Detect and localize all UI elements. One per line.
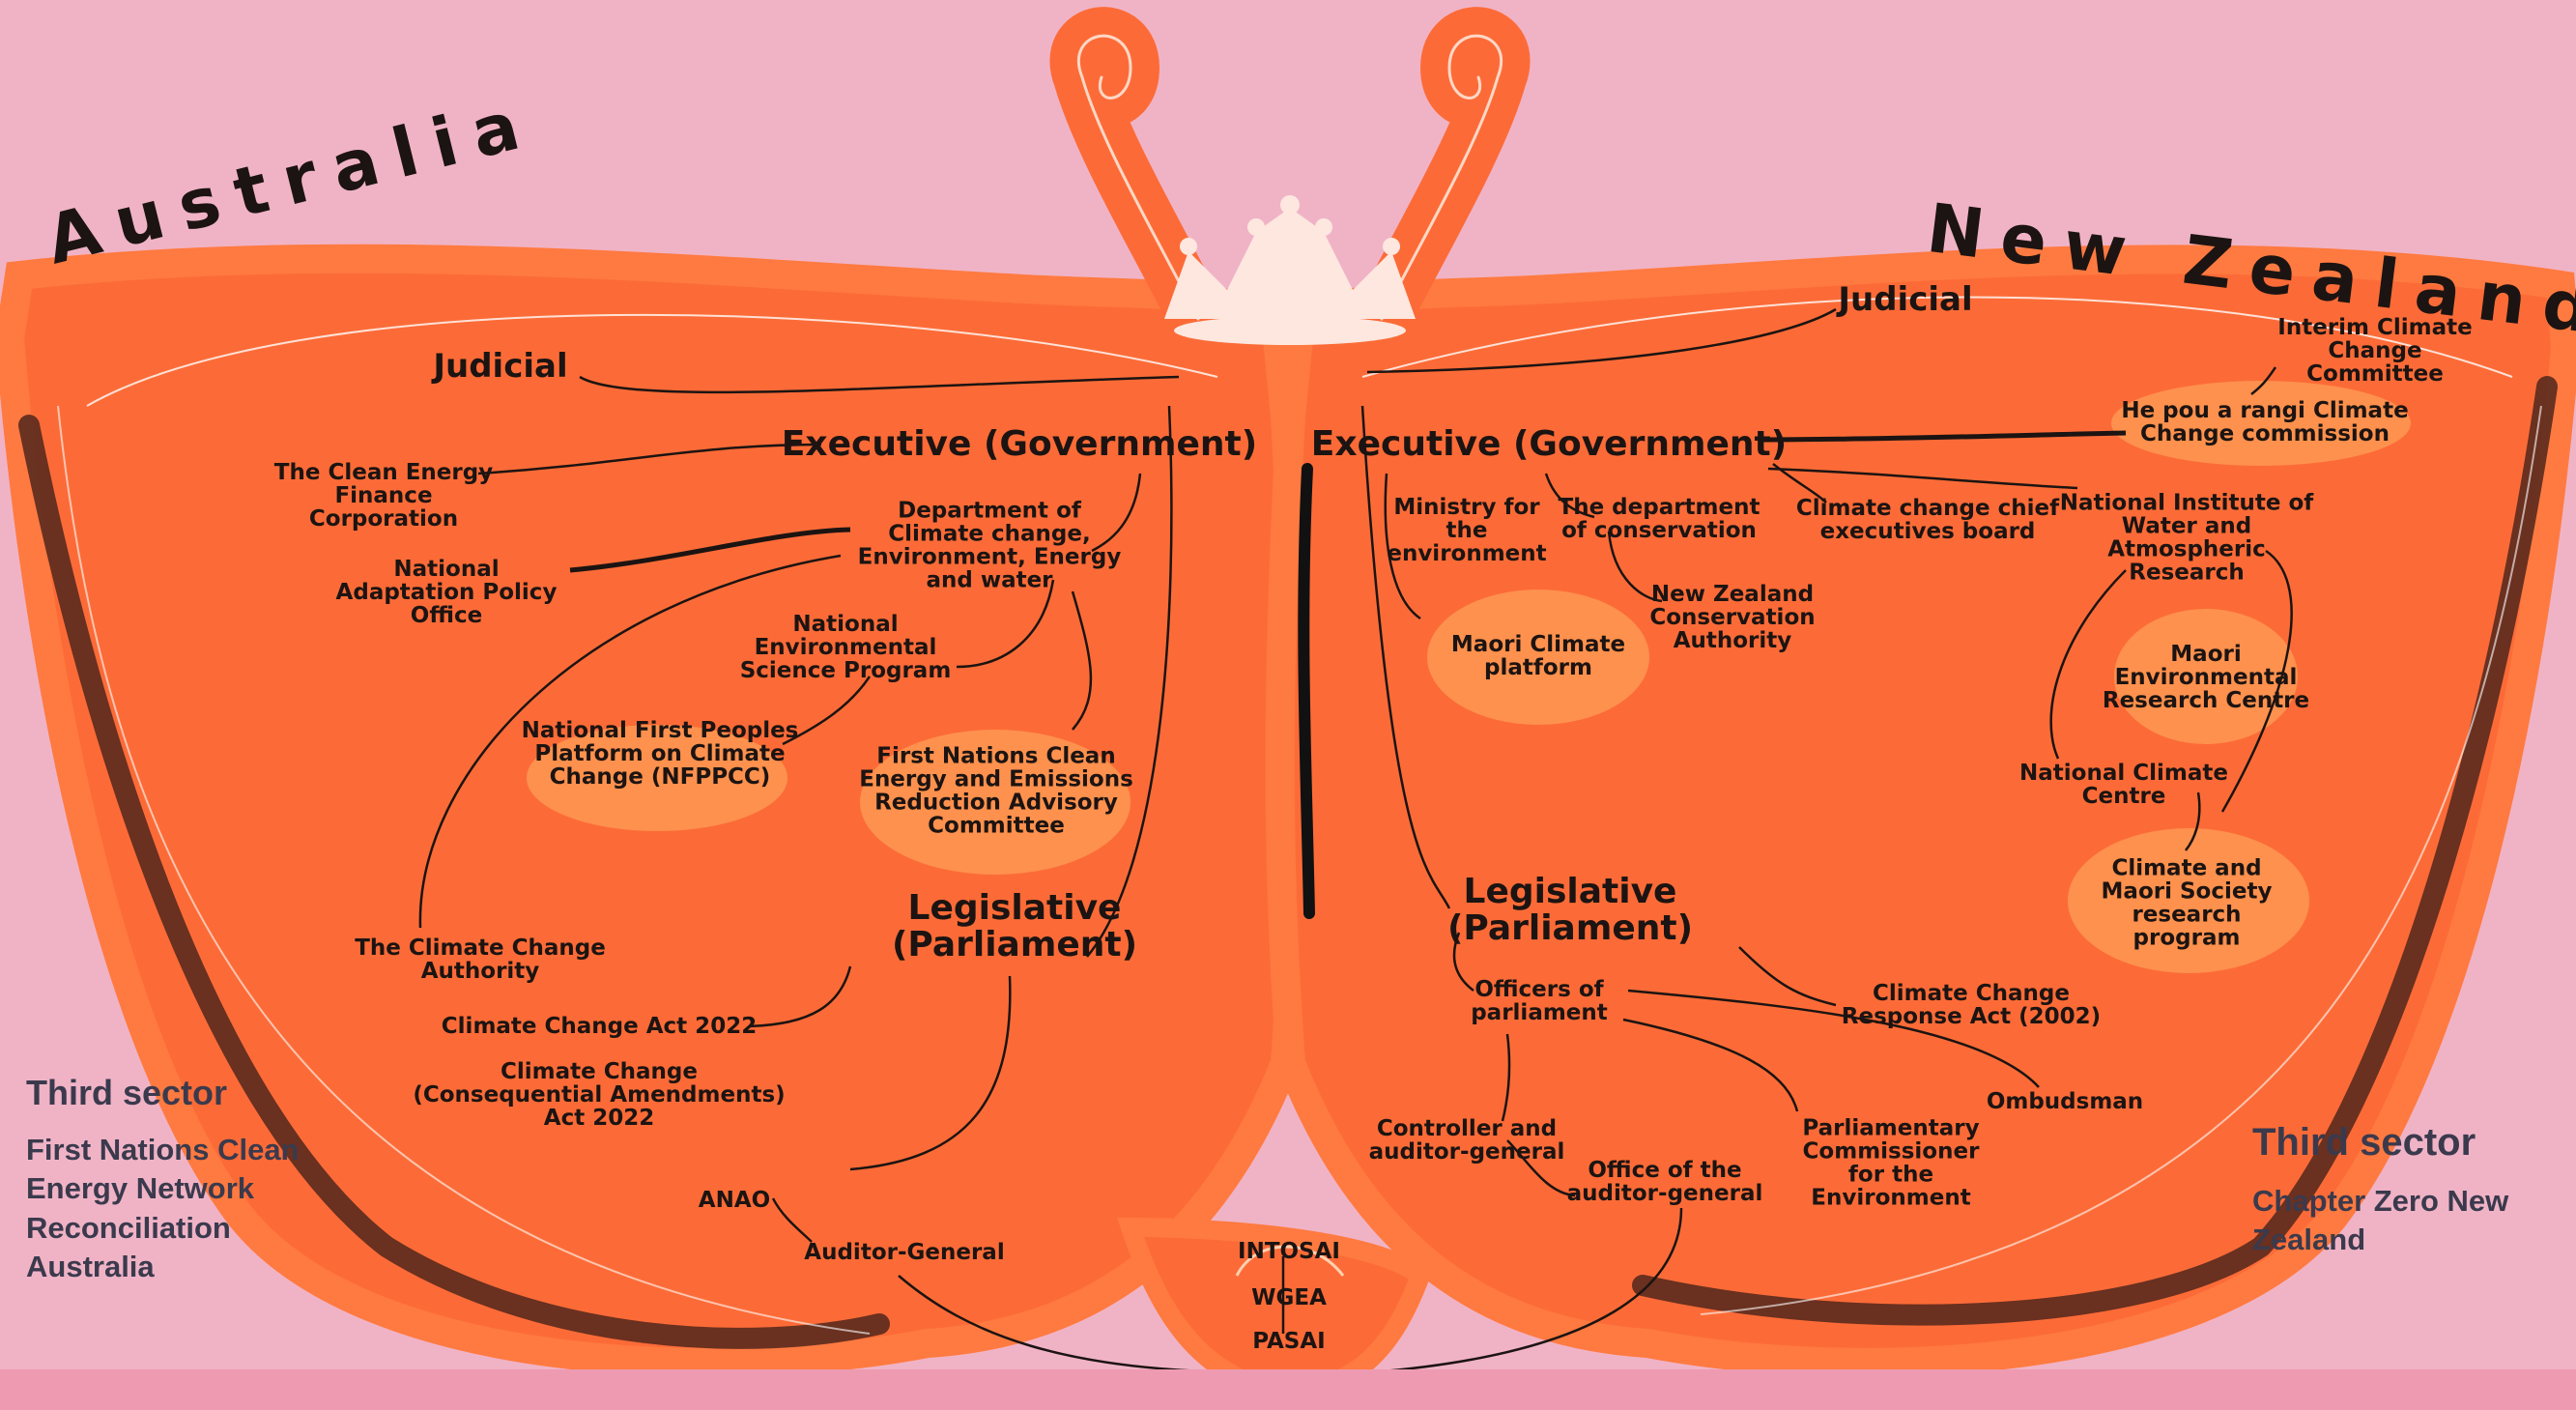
third-sector-right-item: Zealand — [2252, 1221, 2508, 1259]
au-legislative: Legislative (Parliament) — [892, 890, 1137, 964]
nz-commissioner: Parliamentary Commissioner for the Envir… — [1802, 1117, 1979, 1211]
nz-he-pou: He pou a rangi Climate Change commission — [2121, 399, 2408, 446]
nz-maori-platform: Maori Climate platform — [1451, 633, 1625, 679]
au-first-nations-advisory: First Nations Clean Energy and Emissions… — [859, 745, 1133, 839]
nz-executive: Executive (Government) — [1311, 426, 1787, 463]
au-adaptation-office: National Adaptation Policy Office — [336, 558, 558, 627]
au-nfppcc: National First Peoples Platform on Clima… — [522, 719, 799, 789]
third-sector-left-heading: Third sector — [26, 1073, 300, 1113]
nz-maori-society: Climate and Maori Society research progr… — [2102, 857, 2273, 951]
au-dept-climate: Department of Climate change, Environmen… — [858, 500, 1122, 593]
third-sector-right-heading: Third sector — [2252, 1121, 2508, 1165]
third-sector-left: Third sector First Nations Clean Energy … — [26, 1073, 300, 1286]
third-sector-right: Third sector Chapter Zero New Zealand — [2252, 1121, 2508, 1260]
third-sector-left-item: Australia — [26, 1248, 300, 1286]
au-clean-energy-finance: The Clean Energy Finance Corporation — [274, 461, 493, 531]
au-climate-authority: The Climate Change Authority — [355, 936, 606, 983]
nz-conservation-authority: New Zealand Conservation Authority — [1649, 583, 1815, 652]
nz-office-auditor: Office of the auditor-general — [1567, 1159, 1763, 1205]
bottom-band — [0, 1369, 2576, 1410]
nz-ministry-env: Ministry for the environment — [1387, 496, 1546, 565]
nz-controller: Controller and auditor-general — [1369, 1117, 1565, 1164]
nz-maori-env-centre: Maori Environmental Research Centre — [2103, 643, 2309, 712]
au-cc-amendments: Climate Change (Consequential Amendments… — [413, 1060, 785, 1130]
nz-dept-conservation: The department of conservation — [1559, 496, 1760, 542]
intosai-label: INTOSAI — [1238, 1240, 1340, 1263]
nz-ombudsman: Ombudsman — [1987, 1090, 2143, 1113]
nz-judicial: Judicial — [1838, 283, 1972, 318]
nz-chief-execs: Climate change chief executives board — [1796, 497, 2059, 543]
nz-climate-centre: National Climate Centre — [2019, 762, 2228, 808]
au-judicial: Judicial — [433, 350, 567, 385]
third-sector-left-item: First Nations Clean — [26, 1131, 300, 1169]
wgea-label: WGEA — [1251, 1286, 1327, 1309]
au-executive: Executive (Government) — [782, 426, 1257, 463]
au-cc-act: Climate Change Act 2022 — [442, 1015, 757, 1038]
au-auditor-general: Auditor-General — [804, 1241, 1004, 1264]
third-sector-right-item: Chapter Zero New — [2252, 1182, 2508, 1221]
nz-legislative: Legislative (Parliament) — [1447, 874, 1693, 947]
au-env-science: National Environmental Science Program — [740, 613, 952, 682]
crown-icon — [1164, 195, 1416, 345]
nz-interim-committee: Interim Climate Change Committee — [2277, 316, 2472, 386]
pasai-label: PASAI — [1252, 1330, 1325, 1353]
nz-niwa: National Institute of Water and Atmosphe… — [2060, 492, 2314, 586]
third-sector-left-item: Energy Network — [26, 1169, 300, 1208]
nz-response-act: Climate Change Response Act (2002) — [1842, 982, 2101, 1028]
third-sector-left-item: Reconciliation — [26, 1209, 300, 1248]
au-anao: ANAO — [699, 1189, 770, 1212]
nz-officers: Officers of parliament — [1471, 978, 1608, 1024]
